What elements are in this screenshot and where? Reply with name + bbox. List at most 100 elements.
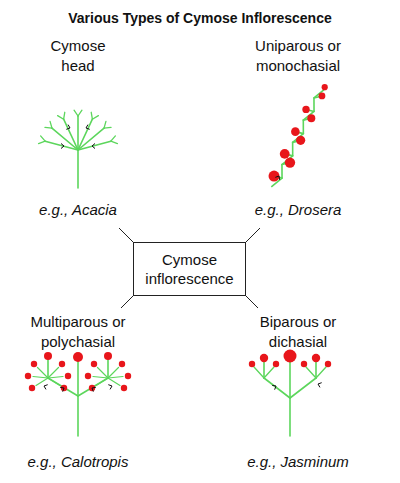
type-label: Multiparous or polychasial: [26, 312, 130, 352]
stalk: [92, 116, 98, 120]
flower: [125, 373, 131, 379]
stalk: [41, 136, 46, 141]
leader-line: [246, 228, 260, 242]
stalk: [254, 367, 264, 378]
arrow-mark: [108, 385, 112, 390]
stalk: [290, 378, 316, 398]
stalk: [91, 112, 92, 119]
stalk: [78, 378, 108, 396]
example-label: e.g., Drosera: [223, 200, 373, 220]
flower: [319, 93, 326, 100]
flower: [296, 136, 305, 145]
stalk: [77, 116, 79, 150]
flower: [291, 127, 300, 136]
flower: [312, 354, 320, 362]
arrow-mark: [318, 383, 322, 388]
arrow-mark: [92, 144, 95, 149]
flower: [280, 149, 290, 159]
example-label: e.g., Jasminum: [223, 452, 373, 472]
flower: [269, 171, 280, 182]
flower: [260, 354, 268, 362]
stalk: [104, 121, 106, 128]
stalk: [64, 119, 78, 150]
flower: [285, 157, 295, 167]
flower: [89, 385, 95, 391]
stalk: [45, 127, 52, 129]
stalk: [315, 361, 317, 378]
flower: [284, 350, 297, 363]
type-label: Biparous or dichasial: [246, 312, 350, 352]
flower: [65, 373, 71, 379]
stalk: [48, 378, 60, 386]
stalk: [289, 362, 291, 398]
flower: [121, 385, 127, 391]
stalk: [98, 368, 109, 379]
example-label: e.g., Calotropis: [3, 452, 153, 472]
stalk: [78, 110, 82, 116]
arrow-mark: [272, 385, 276, 389]
stalk: [48, 377, 63, 379]
stalk: [271, 89, 324, 187]
example-label: e.g., Acacia: [3, 200, 153, 220]
stalk: [39, 141, 46, 143]
stalk: [108, 368, 119, 379]
stalk: [38, 368, 49, 379]
stalk: [104, 127, 111, 129]
arrow-mark: [92, 387, 96, 391]
stalk: [78, 119, 92, 150]
stalk: [264, 378, 290, 398]
stalk: [108, 378, 120, 386]
arrow-mark: [44, 385, 48, 390]
leader-line: [119, 228, 133, 242]
stalk: [48, 378, 78, 396]
arrow-mark: [86, 125, 90, 130]
leader-line: [246, 296, 258, 308]
flower: [322, 84, 328, 90]
stalk: [93, 377, 108, 379]
stalk: [48, 368, 59, 379]
arrow-mark: [275, 176, 279, 180]
title: Various Types of Cymose Inflorescence: [0, 8, 400, 28]
arrow-mark: [60, 387, 64, 391]
stalk: [77, 360, 79, 396]
stalk: [77, 396, 79, 436]
type-label: Cymose head: [33, 36, 123, 76]
flower: [119, 361, 125, 367]
flower: [44, 352, 52, 360]
arrow-mark: [61, 144, 64, 149]
flower: [85, 373, 91, 379]
box-text: Cymose inflorescence: [142, 250, 237, 288]
flower: [307, 114, 315, 122]
flower: [59, 361, 65, 367]
center-box: Cymose inflorescence: [133, 242, 246, 296]
stalk: [289, 398, 291, 436]
flower: [325, 361, 331, 367]
stalk: [78, 141, 111, 150]
flower: [301, 361, 307, 367]
stalk: [111, 141, 118, 143]
flower: [25, 373, 31, 379]
stalk: [77, 150, 79, 188]
stalk: [33, 377, 48, 379]
type-label: Uniparous or monochasial: [246, 36, 350, 76]
flower: [104, 352, 112, 360]
stalk: [306, 367, 316, 378]
flower: [29, 385, 35, 391]
flower: [73, 352, 83, 362]
stalk: [111, 136, 116, 141]
flower: [91, 361, 97, 367]
flower: [31, 361, 37, 367]
flower: [302, 106, 309, 113]
stalk: [263, 361, 265, 378]
stalk: [96, 378, 108, 386]
stalk: [74, 110, 78, 116]
stalk: [108, 377, 123, 379]
stalk: [47, 358, 49, 378]
stalk: [36, 378, 48, 386]
stalk: [50, 121, 52, 128]
arrow-mark: [66, 125, 70, 130]
stalk: [107, 358, 109, 378]
stalk: [264, 367, 274, 378]
flower: [61, 385, 67, 391]
stalk: [64, 112, 65, 119]
